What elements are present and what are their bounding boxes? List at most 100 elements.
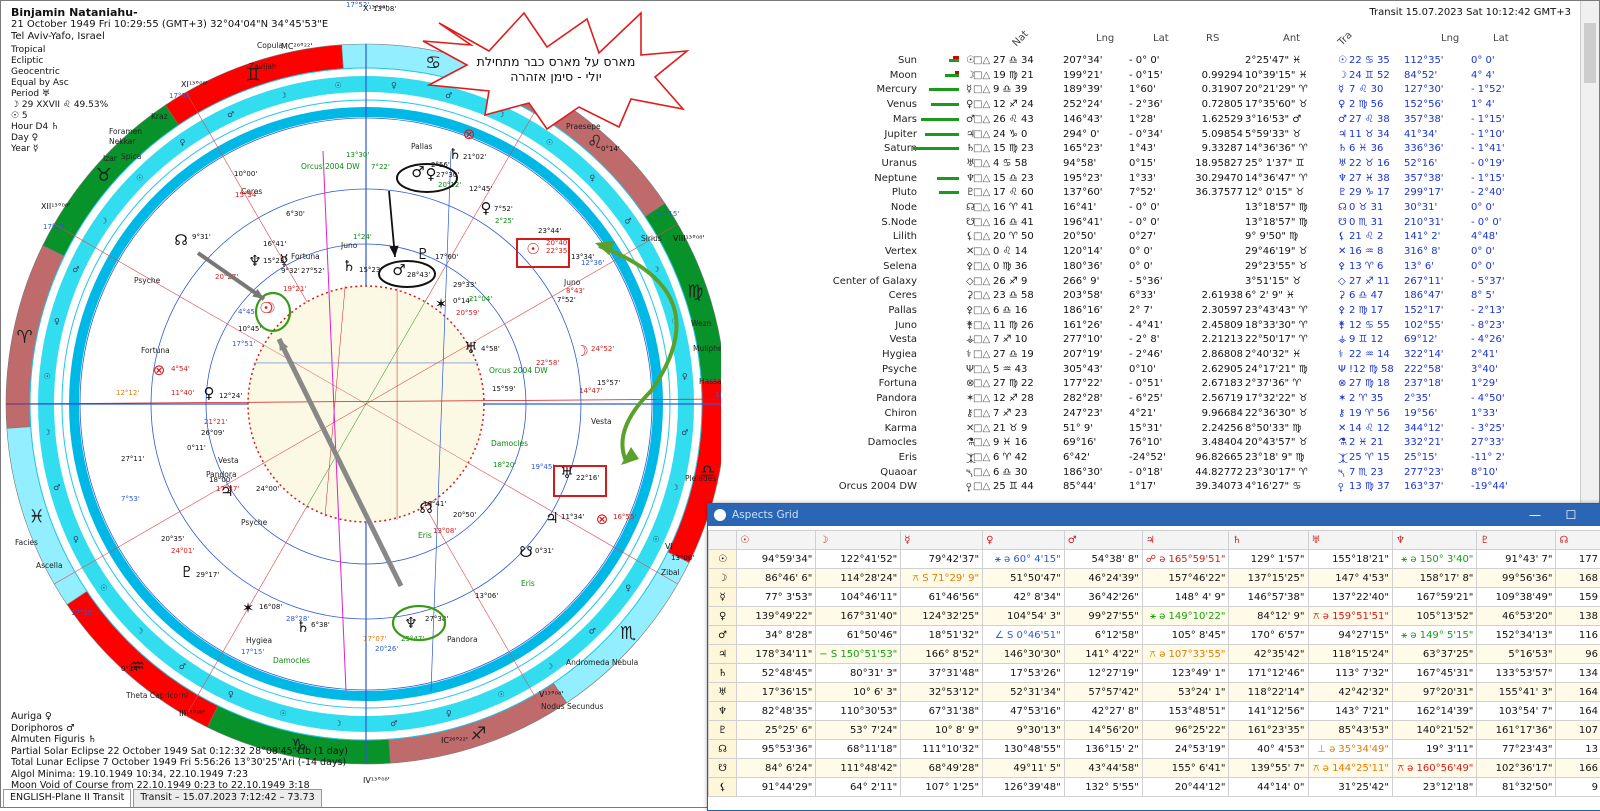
- grid-cell[interactable]: 161°17'36": [1477, 721, 1556, 740]
- grid-cell[interactable]: 81°32'50": [1477, 778, 1556, 797]
- grid-row-header[interactable]: ♄: [709, 664, 737, 683]
- grid-cell[interactable]: 42°27' 8": [1064, 702, 1142, 721]
- grid-cell[interactable]: 80°31' 3": [816, 664, 901, 683]
- grid-cell[interactable]: 51°50'47": [983, 569, 1065, 588]
- grid-cell[interactable]: 118°22'14": [1229, 683, 1308, 702]
- grid-cell[interactable]: 107° 1'25": [901, 778, 983, 797]
- grid-cell[interactable]: 170° 6'57": [1229, 626, 1308, 645]
- grid-cell[interactable]: 46°24'39": [1064, 569, 1142, 588]
- grid-cell[interactable]: 104°46'11": [816, 588, 901, 607]
- grid-cell[interactable]: 40° 4'53": [1229, 740, 1308, 759]
- grid-cell[interactable]: 139°49'22": [737, 607, 816, 626]
- grid-cell[interactable]: 155°41' 3": [1477, 683, 1556, 702]
- grid-row-header[interactable]: ♃: [709, 645, 737, 664]
- grid-cell[interactable]: 107: [1556, 721, 1600, 740]
- grid-cell[interactable]: 99°27'55": [1064, 607, 1142, 626]
- grid-cell[interactable]: 111°48'42": [816, 759, 901, 778]
- grid-cell[interactable]: 141°12'56": [1229, 702, 1308, 721]
- grid-row-header[interactable]: ♀: [709, 607, 737, 626]
- grid-cell[interactable]: 146°57'38": [1229, 588, 1308, 607]
- grid-cell[interactable]: 20°44'12": [1142, 778, 1229, 797]
- grid-cell[interactable]: ⚻ ə 144°25'11": [1308, 759, 1392, 778]
- grid-cell[interactable]: 171°12'46": [1229, 664, 1308, 683]
- grid-row-header[interactable]: ♇: [709, 721, 737, 740]
- grid-row-header[interactable]: ☋: [709, 759, 737, 778]
- grid-cell[interactable]: 5°16'53": [1477, 645, 1556, 664]
- grid-cell[interactable]: 140°21'52": [1392, 721, 1476, 740]
- grid-col-header[interactable]: ♂: [1064, 531, 1142, 550]
- grid-cell[interactable]: − S 150°51'53": [816, 645, 901, 664]
- grid-row-header[interactable]: ♆: [709, 702, 737, 721]
- grid-cell[interactable]: ⚹ ə 149° 5'15": [1392, 626, 1476, 645]
- aspects-grid-titlebar[interactable]: Aspects Grid — ☐: [708, 504, 1600, 526]
- grid-cell[interactable]: 57°57'42": [1064, 683, 1142, 702]
- grid-cell[interactable]: 94°59'34": [737, 550, 816, 569]
- grid-cell[interactable]: 110°30'53": [816, 702, 901, 721]
- grid-cell[interactable]: ⚹ ə 149°10'22": [1142, 607, 1229, 626]
- grid-cell[interactable]: ⚻ S 71°29' 9": [901, 569, 983, 588]
- grid-cell[interactable]: 10° 8' 9": [901, 721, 983, 740]
- grid-cell[interactable]: 91°43' 7": [1477, 550, 1556, 569]
- grid-cell[interactable]: 164: [1556, 683, 1600, 702]
- grid-cell[interactable]: 130°48'55": [983, 740, 1065, 759]
- grid-col-header[interactable]: ☊: [1556, 531, 1600, 550]
- grid-cell[interactable]: 77°23'43": [1477, 740, 1556, 759]
- grid-col-header[interactable]: ☉: [737, 531, 816, 550]
- grid-cell[interactable]: 105° 8'45": [1142, 626, 1229, 645]
- grid-cell[interactable]: 139°55' 7": [1229, 759, 1308, 778]
- grid-cell[interactable]: 53°24' 1": [1142, 683, 1229, 702]
- grid-cell[interactable]: 162°14'39": [1392, 702, 1476, 721]
- grid-cell[interactable]: 167°31'40": [816, 607, 901, 626]
- grid-row-header[interactable]: ☊: [709, 740, 737, 759]
- grid-cell[interactable]: ⚻ ə 159°51'51": [1308, 607, 1392, 626]
- grid-cell[interactable]: 52°48'45": [737, 664, 816, 683]
- grid-cell[interactable]: 13: [1556, 740, 1600, 759]
- grid-cell[interactable]: ⚹ ə 150° 3'40": [1392, 550, 1476, 569]
- grid-col-header[interactable]: ♀: [983, 531, 1065, 550]
- grid-cell[interactable]: 52°31'34": [983, 683, 1065, 702]
- grid-cell[interactable]: 113° 7'32": [1308, 664, 1392, 683]
- grid-cell[interactable]: ⚻ ə 107°33'55": [1142, 645, 1229, 664]
- grid-cell[interactable]: 109°38'49": [1477, 588, 1556, 607]
- grid-row-header[interactable]: ♂: [709, 626, 737, 645]
- grid-cell[interactable]: 114°28'24": [816, 569, 901, 588]
- grid-cell[interactable]: 84° 6'24": [737, 759, 816, 778]
- grid-cell[interactable]: 44°14' 0": [1229, 778, 1308, 797]
- grid-cell[interactable]: 61°46'56": [901, 588, 983, 607]
- grid-col-header[interactable]: ♄: [1229, 531, 1308, 550]
- grid-cell[interactable]: 68°11'18": [816, 740, 901, 759]
- grid-cell[interactable]: 132° 5'55": [1064, 778, 1142, 797]
- grid-cell[interactable]: 14°56'20": [1064, 721, 1142, 740]
- grid-cell[interactable]: 168: [1556, 569, 1600, 588]
- grid-cell[interactable]: 97°20'31": [1392, 683, 1476, 702]
- grid-cell[interactable]: 82°48'35": [737, 702, 816, 721]
- grid-row-header[interactable]: ☉: [709, 550, 737, 569]
- grid-col-header[interactable]: ♇: [1477, 531, 1556, 550]
- grid-col-header[interactable]: ♆: [1392, 531, 1476, 550]
- grid-cell[interactable]: 159: [1556, 588, 1600, 607]
- grid-cell[interactable]: 37°31'48": [901, 664, 983, 683]
- grid-cell[interactable]: 148° 4' 9": [1142, 588, 1229, 607]
- grid-cell[interactable]: 86°46' 6": [737, 569, 816, 588]
- grid-cell[interactable]: 9: [1556, 778, 1600, 797]
- grid-cell[interactable]: 118°15'24": [1308, 645, 1392, 664]
- grid-cell[interactable]: 42°35'42": [1229, 645, 1308, 664]
- grid-cell[interactable]: 137°22'40": [1308, 588, 1392, 607]
- grid-cell[interactable]: 34° 8'28": [737, 626, 816, 645]
